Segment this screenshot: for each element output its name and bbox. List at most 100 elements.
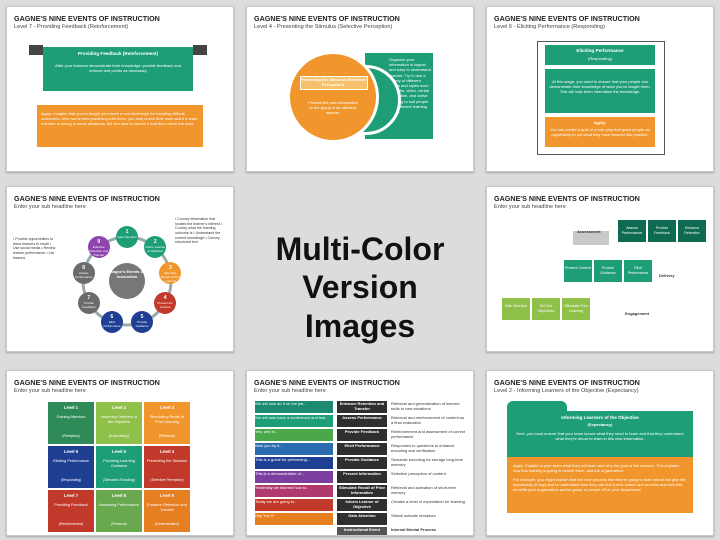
puzzle-level: Level 1 xyxy=(63,405,79,410)
slide-thumb-table[interactable]: GAGNE'S NINE EVENTS OF INSTRUCTION Enter… xyxy=(246,370,474,536)
puzzle-level: Level 2 xyxy=(111,405,127,410)
cycle-node-number: 8 xyxy=(82,265,86,272)
stimulus-title: Presenting the Stimulus (Selective Perce… xyxy=(300,77,366,88)
eliciting-subtitle: (Responding) xyxy=(587,56,612,61)
event-example: This is a demonstration of... xyxy=(255,471,333,483)
event-name: Gain Attention xyxy=(337,513,387,525)
puzzle-sub: (Responding) xyxy=(60,478,82,482)
slide-title: GAGNE'S NINE EVENTS OF INSTRUCTION xyxy=(494,194,640,203)
puzzle-title: Eliciting Performance xyxy=(53,459,89,463)
puzzle-title: Stimulating Recall of Prior Learning xyxy=(149,415,185,424)
mental-process: Selective perception of content xyxy=(391,471,446,476)
event-example: Now you try it... xyxy=(255,443,333,455)
slide-subtitle: Level 6 - Eliciting Performance (Respond… xyxy=(494,24,605,30)
slide-thumb-stimulus[interactable]: GAGNE'S NINE EVENTS OF INSTRUCTION Level… xyxy=(246,6,474,172)
cycle-node-label: Elicit Performance xyxy=(103,320,121,329)
ribbon-fold-left xyxy=(29,45,43,55)
step-label: Stimulate Prior Learning xyxy=(564,304,588,313)
objective-example: For example, you might explain that the … xyxy=(513,477,686,493)
slide-thumb-eliciting[interactable]: GAGNE'S NINE EVENTS OF INSTRUCTION Level… xyxy=(486,6,714,172)
step-label: Present Content xyxy=(565,266,591,270)
center-line-2: Version Images xyxy=(302,269,418,344)
apply-text: Apply: Imagine that you've taught your t… xyxy=(41,111,198,127)
frame xyxy=(537,41,665,155)
slide-thumb-feedback[interactable]: GAGNE'S NINE EVENTS OF INSTRUCTION Level… xyxy=(6,6,234,172)
slide-thumb-objective[interactable]: GAGNE'S NINE EVENTS OF INSTRUCTION Level… xyxy=(486,370,714,536)
slide-subtitle: Enter your sub headline here xyxy=(494,204,566,210)
ribbon-fold-right xyxy=(193,45,207,55)
mental-process: Creates a level of expectation for learn… xyxy=(391,499,465,504)
cycle-node-label: Inform Learner of Objective xyxy=(145,245,166,254)
slide-thumb-cycle[interactable]: GAGNE'S NINE EVENTS OF INSTRUCTION Enter… xyxy=(6,186,234,352)
puzzle-title: Providing Feedback xyxy=(54,503,88,507)
cycle-node-number: 6 xyxy=(110,314,114,321)
puzzle-sub: (Reception) xyxy=(62,434,80,438)
center-heading: Multi-Color Version Images xyxy=(246,230,474,345)
objective-body: Next, you must ensure that your team kno… xyxy=(516,431,684,442)
cycle-node-label: Provide Guidance xyxy=(135,320,149,329)
cycle-node-label: Provide Feedback xyxy=(82,301,96,309)
cycle-node-label: Present the Content xyxy=(157,301,173,309)
puzzle-title: Enhance Retention and Transfer xyxy=(147,503,187,512)
mental-process: Retrieval and generalization of learned … xyxy=(391,401,460,412)
event-example: Yes, well in... xyxy=(255,429,333,441)
feedback-banner-label: Providing Feedback (Reinforcement) xyxy=(77,51,159,56)
slide-thumb-stairs[interactable]: GAGNE'S NINE EVENTS OF INSTRUCTION Enter… xyxy=(486,186,714,352)
mental-process: Retrieval and activation of short-term m… xyxy=(391,485,457,496)
eliciting-body: At this stage, you need to ensure that y… xyxy=(549,79,651,95)
step-engagement: Stimulate Prior Learning xyxy=(561,297,591,321)
event-example: Yesterday we learned how to... xyxy=(255,485,333,497)
step-delivery: Present Content xyxy=(563,259,593,283)
event-name: Provide Feedback xyxy=(337,429,387,441)
puzzle-sub: (Semantic Encoding) xyxy=(103,478,135,482)
feedback-body: After your learners demonstrate their kn… xyxy=(55,63,181,74)
puzzle-level: Level 3 xyxy=(159,405,175,410)
step-engagement: Set Our Objectives xyxy=(531,297,561,321)
step-delivery: Elicit Performance xyxy=(623,259,653,283)
cycle-node-number: 4 xyxy=(163,295,167,301)
slide-title: GAGNE'S NINE EVENTS OF INSTRUCTION xyxy=(14,194,160,203)
objective-panel: Informing Learners of the Objective (Exp… xyxy=(507,411,693,457)
puzzle-sub: (Generalization) xyxy=(154,522,180,526)
step-label: Provide Guidance xyxy=(600,266,616,275)
slide-title: GAGNE'S NINE EVENTS OF INSTRUCTION xyxy=(494,378,640,387)
event-name: Stimulate Recall of Prior Information xyxy=(337,485,387,497)
step-assessment: Enhance Retention xyxy=(677,219,707,243)
puzzle-title: Gaining Attention xyxy=(56,415,86,419)
slide-subtitle: Enter your sub headline here xyxy=(254,388,326,394)
cycle-node-number: 7 xyxy=(87,295,91,301)
table-footer-process: Internal Mental Process xyxy=(391,527,436,532)
objective-title: Informing Learners of the Objective xyxy=(561,415,639,420)
eliciting-apply-label: Apply: xyxy=(593,120,607,125)
cycle-node-number: 9 xyxy=(97,239,101,246)
puzzle-title: Assessing Performance xyxy=(98,503,140,507)
mental-process: Responses to questions to enhance encodi… xyxy=(391,443,455,454)
puzzle-level: Level 8 xyxy=(111,493,127,498)
slide-subtitle: Level 7 - Providing Feedback (Reinforcem… xyxy=(14,24,129,30)
event-name: Assess Performance xyxy=(337,415,387,427)
step-label: Enhance Retention xyxy=(684,226,700,235)
ghost xyxy=(573,231,609,245)
event-name: Present Information xyxy=(337,471,387,483)
step-label: Elicit Performance xyxy=(627,266,649,275)
cycle-node-number: 3 xyxy=(168,265,172,272)
step-label: Provide Feedback xyxy=(654,226,670,235)
slide-thumb-puzzle[interactable]: GAGNE'S NINE EVENTS OF INSTRUCTION Enter… xyxy=(6,370,234,536)
cycle-node-number: 1 xyxy=(125,229,129,235)
puzzle-level: Level 4 xyxy=(159,449,175,454)
cycle-node-number: 2 xyxy=(153,239,157,246)
info-text: Organize your information in logical and… xyxy=(389,57,431,114)
puzzle-title: Providing Learning Guidance xyxy=(103,459,135,468)
cycle-node-label: Stimulate Recall of Prior Learning xyxy=(160,271,180,284)
puzzle-sub: (Retrieval) xyxy=(111,522,127,526)
table-footer-event: Instructional Event xyxy=(337,527,387,535)
center-line-1: Multi-Color xyxy=(275,231,445,267)
eliciting-body-panel: At this stage, you need to ensure that y… xyxy=(545,69,655,113)
slide-title: GAGNE'S NINE EVENTS OF INSTRUCTION xyxy=(14,378,160,387)
eliciting-apply-text: You can create a quiz or a role-play tha… xyxy=(550,127,650,138)
